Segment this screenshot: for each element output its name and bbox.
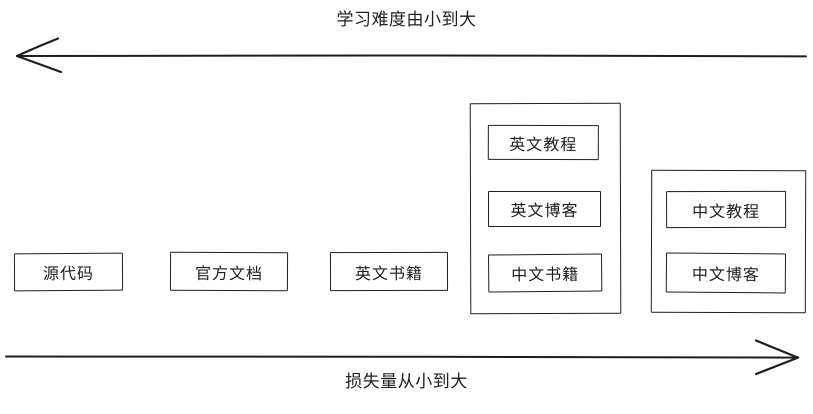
node-chinese-blog[interactable]: 中文博客 — [665, 252, 787, 294]
bottom-axis-arrow — [5, 339, 800, 376]
group-chinese[interactable]: 中文教程 中文博客 — [650, 169, 807, 314]
bottom-axis-label: 损失量从小到大 — [345, 372, 468, 391]
node-english-tutorial[interactable]: 英文教程 — [487, 124, 599, 161]
node-english-books[interactable]: 英文书籍 — [329, 251, 449, 292]
top-axis-label: 学习难度由小到大 — [336, 10, 477, 29]
group-english[interactable]: 英文教程 英文博客 中文书籍 — [469, 102, 622, 315]
node-official-docs[interactable]: 官方文档 — [169, 251, 289, 292]
top-axis-arrow — [15, 37, 807, 74]
node-chinese-books[interactable]: 中文书籍 — [488, 253, 603, 293]
node-english-blog[interactable]: 英文博客 — [487, 190, 602, 228]
node-source-code[interactable]: 源代码 — [13, 252, 124, 292]
node-chinese-tutorial[interactable]: 中文教程 — [666, 190, 787, 229]
